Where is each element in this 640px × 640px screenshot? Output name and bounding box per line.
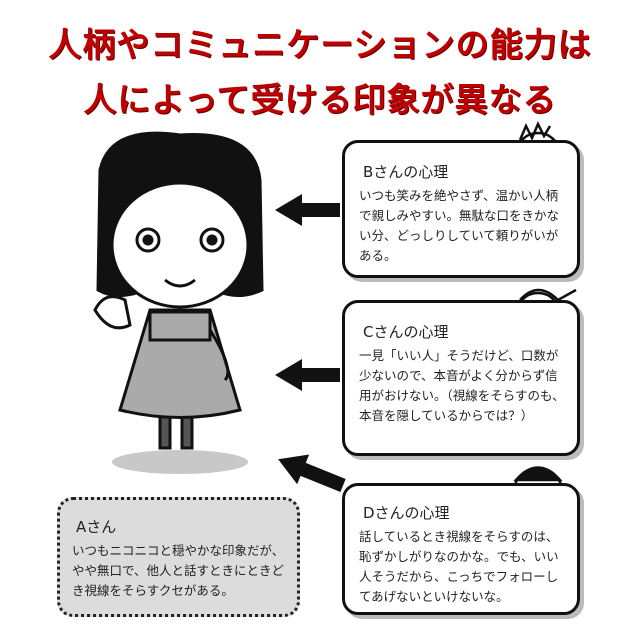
person-a-heading: Aさん: [76, 518, 117, 536]
person-b-text: いつも笑みを絶やさず、温かい人柄で親しみやすい。無駄な口をきかない分、どっしりし…: [359, 188, 560, 263]
arrow-to-c-icon: [275, 359, 340, 391]
person-a-box: Aさん いつもニコニコと穏やかな印象だが、やや無口で、他人と話すときにときどき視…: [57, 497, 300, 617]
person-c-box: Cさんの心理 一見「いい人」そうだけど、口数が少ないので、本音がよく分からず信用…: [342, 300, 580, 456]
title-line-1: 人柄やコミュニケーションの能力は: [48, 25, 592, 64]
title-line-2: 人によって受ける印象が異なる: [83, 80, 557, 119]
arrow-to-d-icon: [278, 454, 346, 492]
person-b-box: Bさんの心理 いつも笑みを絶やさず、温かい人柄で親しみやすい。無駄な口をきかない…: [342, 140, 580, 278]
person-a-text: いつもニコニコと穏やかな印象だが、やや無口で、他人と話すときにときどき視線をそら…: [72, 543, 285, 598]
person-c-heading: Cさんの心理: [363, 323, 449, 341]
person-a-illustration: [93, 131, 264, 474]
person-d-box: Dさんの心理 話しているとき視線をそらすのは、恥ずかしがりなのかな。でも、いい人…: [342, 483, 580, 615]
person-b-heading: Bさんの心理: [363, 163, 449, 181]
person-c-text: 一見「いい人」そうだけど、口数が少ないので、本音がよく分からず信用がおけない。（…: [359, 348, 565, 423]
person-d-text: 話しているとき視線をそらすのは、恥ずかしがりなのかな。でも、いい人そうだから、こ…: [359, 529, 559, 604]
arrow-to-b-icon: [275, 194, 340, 226]
person-d-heading: Dさんの心理: [363, 504, 450, 522]
